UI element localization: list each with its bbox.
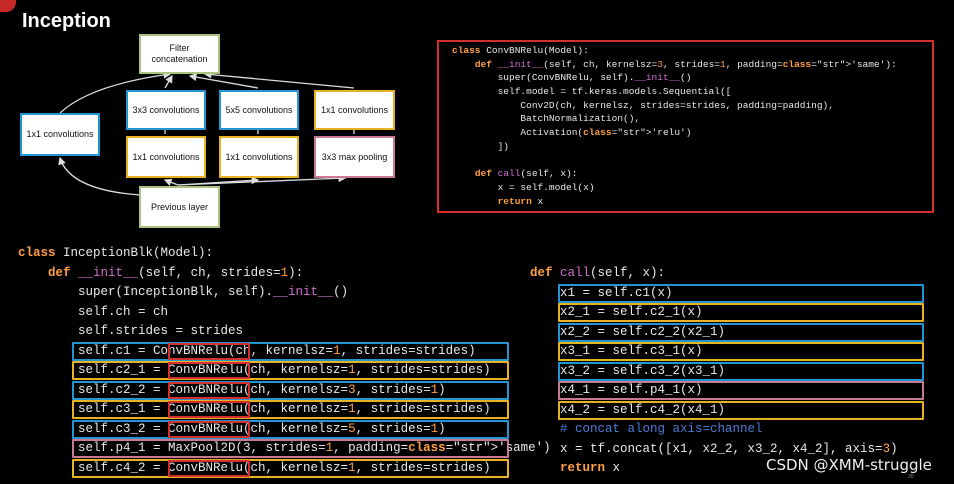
conv-1x1-b-box: 1x1 convolutions	[219, 136, 299, 178]
previous-layer-box: Previous layer	[139, 186, 220, 228]
convbnrelu-code-line-8	[452, 154, 897, 168]
inception-line-highlight-1	[72, 361, 509, 380]
call-line-highlight-3	[558, 342, 924, 361]
conv-3x3-box: 3x3 convolutions	[126, 90, 206, 130]
inceptionblk-code-line-7: self.c2_2 = ConvBNRelu(ch, kernelsz=3, s…	[18, 382, 446, 397]
conv-1x1-a-box: 1x1 convolutions	[126, 136, 206, 178]
call-line-highlight-4	[558, 361, 924, 381]
inception-line-highlight-6	[72, 458, 509, 478]
convbnrelu-code-line-4: Conv2D(ch, kernelsz, strides=strides, pa…	[452, 99, 834, 111]
inceptionblk-code-line-9: self.c3_2 = ConvBNRelu(ch, kernelsz=5, s…	[18, 421, 446, 436]
convbnrelu-code-line-7: ])	[452, 140, 510, 152]
inceptionblk-code-line-3: self.ch = ch	[18, 304, 169, 319]
convbnrelu-name-highlight-3	[168, 401, 250, 418]
convbnrelu-code-line-3: self.model = tf.keras.models.Sequential(…	[452, 86, 732, 98]
inceptionblk-code-line-11: self.c4_2 = ConvBNRelu(ch, kernelsz=1, s…	[18, 460, 491, 475]
convbnrelu-code-line-10: x = self.model(x)	[452, 181, 595, 193]
call-line-highlight-0	[558, 283, 924, 303]
page-number: 30	[908, 474, 914, 480]
inceptionblk-code-line-5: self.c1 = ConvBNRelu(ch, kernelsz=1, str…	[18, 343, 476, 358]
call-code-line-10: return x	[560, 461, 621, 475]
call-code-line-3: x2_2 = self.c2_2(x2_1)	[530, 324, 726, 339]
inception-line-highlight-3	[72, 400, 509, 419]
maxpool-3x3-box: 3x3 max pooling	[314, 136, 395, 178]
call-code-line-8: # concat along axis=channel	[530, 422, 763, 436]
filter-concatenation-box: Filter concatenation	[139, 34, 220, 74]
convbnrelu-code-line-6: Activation(class="str">'relu')	[452, 127, 692, 139]
convbnrelu-code-line-9: def call(self, x):	[474, 168, 578, 180]
call-code-line-2: x2_1 = self.c2_1(x)	[530, 305, 703, 319]
inceptionblk-code-line-1: def __init__(self, ch, strides=1):	[48, 265, 304, 280]
call-line-highlight-2	[558, 322, 924, 342]
inceptionblk-code-line-2: super(InceptionBlk, self).__init__()	[18, 285, 349, 299]
inception-line-highlight-5	[72, 439, 509, 458]
inceptionblk-code-line-8: self.c3_1 = ConvBNRelu(ch, kernelsz=1, s…	[18, 402, 491, 416]
call-code-line-9: x = tf.concat([x1, x2_2, x3_2, x4_2], ax…	[530, 441, 898, 456]
call-code-line-7: x4_2 = self.c4_2(x4_1)	[530, 402, 726, 417]
convbnrelu-name-highlight-4	[168, 420, 250, 438]
call-code-line-4: x3_1 = self.c3_1(x)	[530, 344, 703, 358]
inception-line-highlight-2	[72, 380, 509, 400]
slide-title: Inception	[22, 10, 111, 32]
slide-corner-mark	[0, 0, 16, 12]
convbnrelu-name-highlight-6	[168, 459, 250, 477]
inceptionblk-code: class InceptionBlk(Model): def __init__(…	[18, 244, 551, 478]
call-line-highlight-5	[558, 381, 924, 400]
conv-5x5-box: 5x5 convolutions	[219, 90, 299, 130]
convbnrelu-name-highlight-0	[168, 342, 250, 360]
convbnrelu-code-line-2: super(ConvBNRelu, self).__init__()	[452, 72, 692, 84]
call-method-code: def call(self, x): x1 = self.c1(x) x2_1 …	[530, 264, 898, 479]
inception-line-highlight-4	[72, 419, 509, 439]
inceptionblk-code-line-0: class InceptionBlk(Model):	[18, 246, 214, 260]
call-line-highlight-6	[558, 400, 924, 420]
convbnrelu-code-line-1: def __init__(self, ch, kernelsz=3, strid…	[474, 58, 897, 70]
conv-1x1-left-box: 1x1 convolutions	[20, 113, 100, 156]
inception-line-highlight-0	[72, 341, 509, 361]
call-line-highlight-1	[558, 303, 924, 322]
convbnrelu-name-highlight-2	[168, 381, 250, 399]
convbnrelu-name-highlight-1	[168, 362, 250, 379]
inceptionblk-code-line-4: self.strides = strides	[18, 324, 244, 338]
call-code-line-6: x4_1 = self.p4_1(x)	[530, 383, 703, 397]
call-code-line-0: def call(self, x):	[530, 266, 666, 280]
convbnrelu-panel	[437, 40, 934, 213]
call-code-line-5: x3_2 = self.c3_2(x3_1)	[530, 363, 726, 378]
convbnrelu-code-line-5: BatchNormalization(),	[452, 113, 641, 125]
inceptionblk-code-line-10: self.p4_1 = MaxPool2D(3, strides=1, padd…	[18, 441, 551, 455]
call-code-line-1: x1 = self.c1(x)	[530, 285, 673, 300]
csdn-watermark: CSDN @XMM-struggle	[766, 456, 932, 474]
inceptionblk-code-line-6: self.c2_1 = ConvBNRelu(ch, kernelsz=1, s…	[18, 363, 491, 377]
conv-1x1-top-right-box: 1x1 convolutions	[314, 90, 395, 130]
convbnrelu-code-line-11: return x	[497, 195, 544, 207]
convbnrelu-code-line-0: class ConvBNRelu(Model):	[452, 45, 589, 56]
convbnrelu-code: class ConvBNRelu(Model): def __init__(se…	[452, 44, 897, 208]
